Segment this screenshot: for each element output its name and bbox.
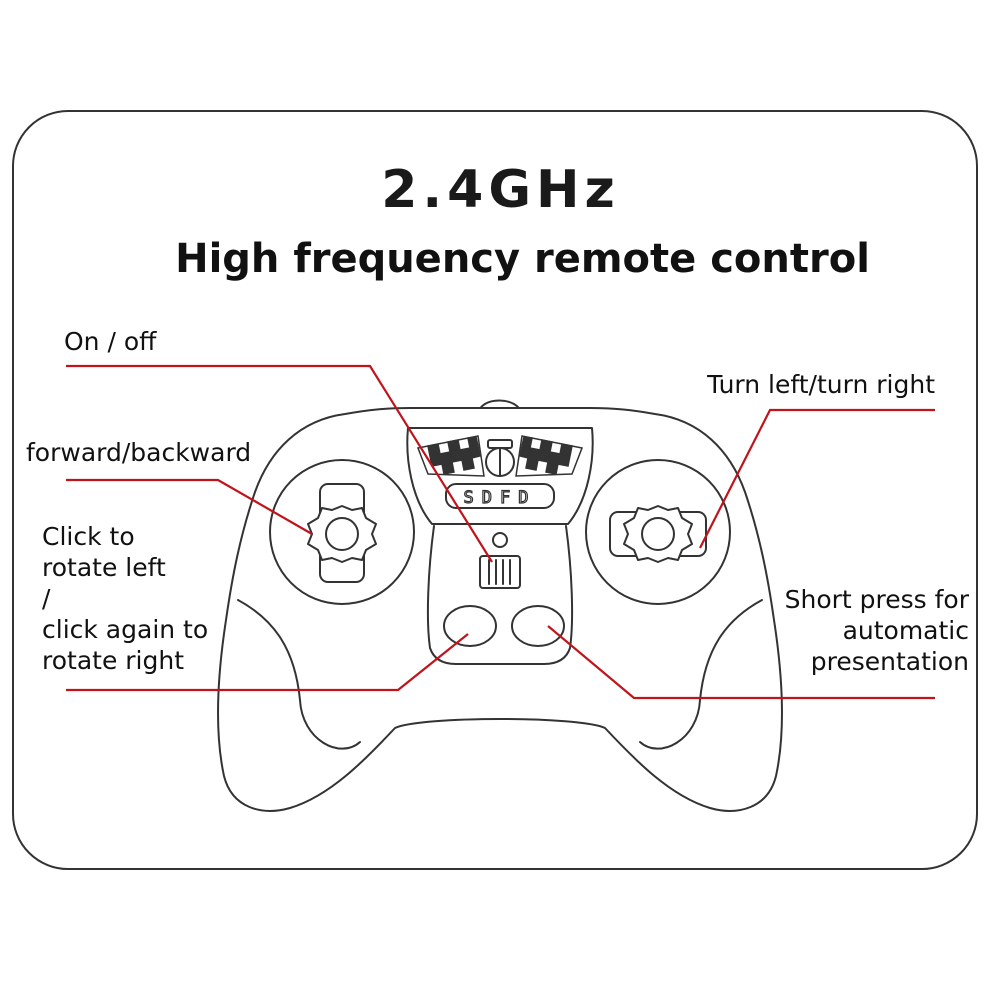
rotate-button (443, 605, 497, 647)
power-switch (479, 555, 521, 589)
demo-leader-line (547, 625, 935, 700)
left-grip-curve (237, 599, 361, 750)
logo-badge (445, 483, 555, 509)
demo-button (511, 605, 565, 647)
demo-label: Short press for automatic presentation (784, 585, 969, 676)
rotate-leader-line (66, 633, 469, 692)
diagram-subtitle: High frequency remote control (175, 236, 870, 282)
logo-text: SDFD (464, 488, 537, 508)
left-checkered-flag-icon (416, 435, 485, 477)
steering-label: Turn left/turn right (707, 370, 935, 399)
throttle-label: forward/backward (26, 438, 252, 467)
right-checkered-flag-icon (515, 435, 584, 477)
center-panel (426, 525, 574, 665)
right-grip-curve (639, 599, 763, 750)
diagram-title: 2.4GHz (381, 160, 620, 220)
power-led (492, 532, 508, 548)
power-leader-line (66, 364, 493, 563)
power-label: On / off (64, 327, 157, 356)
logo-panel (406, 427, 594, 525)
diagram-frame (12, 110, 978, 870)
steering-leader-line (699, 408, 935, 549)
rotate-label: Click to rotate left / click again to ro… (42, 522, 209, 675)
throttle-leader-line (66, 478, 313, 535)
steering-wheel-emblem-icon (485, 439, 515, 477)
